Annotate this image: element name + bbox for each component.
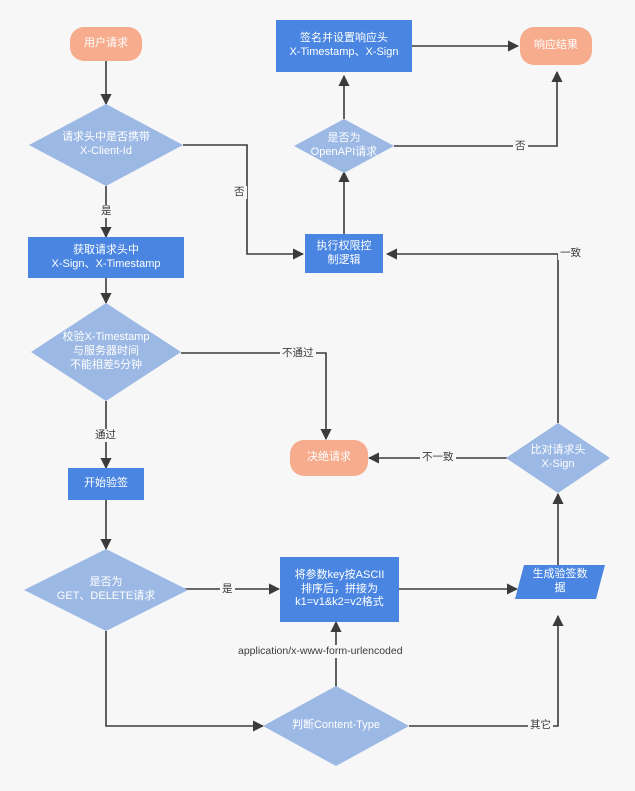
edge-has-client-id-no	[183, 144, 305, 260]
node-response-result-label: 响应结果	[534, 39, 578, 52]
node-judge-content-type-label: 判断Content-Type	[291, 719, 381, 732]
edge-timestamp-fail	[181, 352, 332, 441]
node-sort-params-ascii-label: 将参数key按ASCII 排序后，拼接为 k1=v1&k2=v2格式	[294, 568, 385, 609]
node-verify-timestamp-label: 校验X-Timestamp 与服务器时间 不能相差5分钟	[62, 331, 150, 371]
node-reject-request[interactable]: 决绝请求	[290, 440, 368, 476]
edge-label-timestamp-fail: 不通过	[280, 347, 316, 360]
node-sign-and-set-header-label: 签名并设置响应头 X-Timestamp、X-Sign	[289, 32, 399, 58]
node-response-result[interactable]: 响应结果	[520, 27, 592, 65]
edge-label-sign-match: 一致	[558, 247, 583, 260]
edge-label-client-id-no: 否	[232, 186, 247, 199]
node-sign-and-set-header[interactable]: 签名并设置响应头 X-Timestamp、X-Sign	[276, 20, 412, 72]
node-reject-request-label: 决绝请求	[307, 451, 351, 464]
node-has-client-id[interactable]: 请求头中是否携带 X-Client-Id	[29, 104, 183, 186]
node-verify-timestamp[interactable]: 校验X-Timestamp 与服务器时间 不能相差5分钟	[31, 303, 181, 401]
node-compare-x-sign[interactable]: 比对请求头 X-Sign	[506, 423, 610, 493]
edge-get-delete-to-content-type	[105, 631, 265, 732]
node-is-openapi-request-label: 是否为 OpenAPI请求	[310, 132, 378, 158]
edge-content-type-other	[409, 614, 564, 727]
node-generate-sign-data[interactable]: 生成验签数 据	[515, 565, 605, 599]
node-get-request-header-label: 获取请求头中 X-Sign、X-Timestamp	[51, 243, 161, 270]
node-sort-params-ascii[interactable]: 将参数key按ASCII 排序后，拼接为 k1=v1&k2=v2格式	[280, 557, 399, 622]
edge-label-content-type-other: 其它	[528, 719, 553, 732]
node-is-get-or-delete-label: 是否为 GET、DELETE请求	[56, 576, 156, 602]
edge-openapi-no	[394, 70, 563, 147]
node-start-verify-sign-label: 开始验签	[84, 477, 128, 490]
edge-sign-match	[385, 248, 559, 423]
edge-label-get-delete-yes: 是	[220, 583, 235, 596]
edge-label-sign-mismatch: 不一致	[420, 451, 456, 464]
node-start-verify-sign[interactable]: 开始验签	[68, 468, 144, 500]
edge-label-openapi-no: 否	[513, 140, 528, 153]
node-user-request-label: 用户请求	[84, 37, 128, 50]
node-compare-x-sign-label: 比对请求头 X-Sign	[530, 444, 586, 470]
node-exec-permission-label: 执行权限控 制逻辑	[316, 239, 372, 266]
node-user-request[interactable]: 用户请求	[70, 27, 142, 61]
node-exec-permission[interactable]: 执行权限控 制逻辑	[305, 234, 383, 273]
node-is-get-or-delete[interactable]: 是否为 GET、DELETE请求	[24, 549, 188, 631]
node-get-request-header[interactable]: 获取请求头中 X-Sign、X-Timestamp	[28, 237, 184, 278]
edge-label-content-type-form: application/x-www-form-urlencoded	[236, 645, 405, 658]
edge-label-client-id-yes: 是	[99, 205, 114, 218]
node-is-openapi-request[interactable]: 是否为 OpenAPI请求	[294, 119, 394, 173]
node-has-client-id-label: 请求头中是否携带 X-Client-Id	[62, 131, 150, 157]
node-generate-sign-data-label: 生成验签数 据	[532, 568, 588, 594]
edge-label-timestamp-pass: 通过	[93, 429, 118, 442]
node-judge-content-type[interactable]: 判断Content-Type	[263, 686, 409, 766]
